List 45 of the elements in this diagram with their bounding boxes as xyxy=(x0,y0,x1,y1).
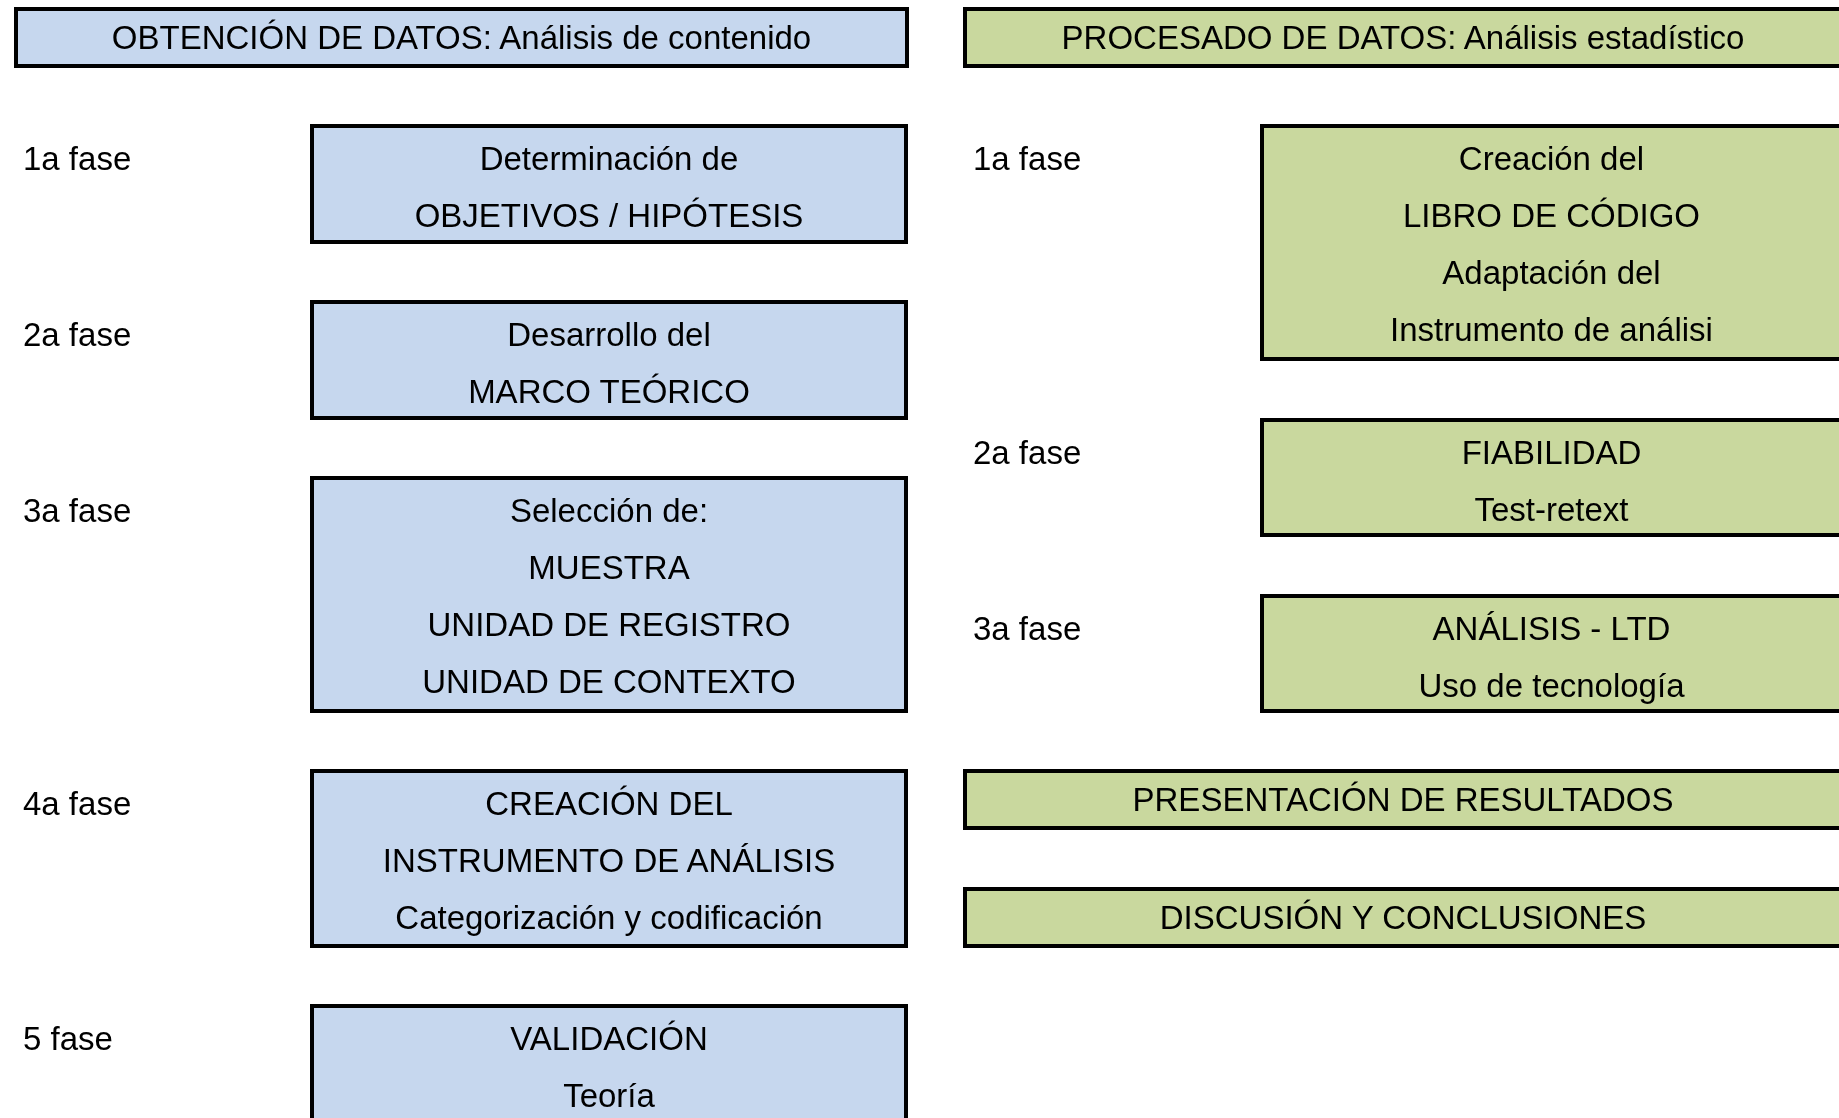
phase-box xyxy=(310,476,908,713)
phase-box xyxy=(1260,124,1839,361)
phase-label: 2a fase xyxy=(973,433,1082,473)
box-text: Determinación de xyxy=(479,139,739,179)
phase-box xyxy=(310,1004,908,1118)
box-text: OBJETIVOS / HIPÓTESIS xyxy=(414,196,804,236)
box-text: Desarrollo del xyxy=(507,315,711,355)
phase-box xyxy=(1260,418,1839,537)
box-text: UNIDAD DE REGISTRO xyxy=(427,605,791,645)
phase-box xyxy=(310,124,908,244)
box-text: OBTENCIÓN DE DATOS: Análisis de contenido xyxy=(111,17,812,58)
box-text: MUESTRA xyxy=(528,548,690,588)
box-text: Uso de tecnología xyxy=(1418,666,1685,706)
header-box xyxy=(963,887,1839,948)
box-text: Adaptación del xyxy=(1442,253,1661,293)
box-text: Teoría xyxy=(563,1076,655,1116)
phase-label: 1a fase xyxy=(23,139,132,179)
phase-label: 3a fase xyxy=(973,609,1082,649)
phase-label: 2a fase xyxy=(23,315,132,355)
box-text: PROCESADO DE DATOS: Análisis estadístico xyxy=(1061,17,1745,58)
box-text: ANÁLISIS - LTD xyxy=(1432,609,1671,649)
phase-box xyxy=(310,300,908,420)
header-box xyxy=(963,769,1839,830)
phase-box xyxy=(1260,594,1839,713)
phase-box xyxy=(310,769,908,948)
box-text: Creación del xyxy=(1458,139,1645,179)
header-box xyxy=(14,7,909,68)
box-text: Instrumento de análisi xyxy=(1390,310,1713,350)
box-text: FIABILIDAD xyxy=(1461,433,1642,473)
phase-label: 5 fase xyxy=(23,1019,113,1059)
phase-label: 3a fase xyxy=(23,491,132,531)
box-text: INSTRUMENTO DE ANÁLISIS xyxy=(382,841,836,881)
box-text: Categorización y codificación xyxy=(395,898,823,938)
phase-label: 1a fase xyxy=(973,139,1082,179)
header-box xyxy=(963,7,1839,68)
box-text: DISCUSIÓN Y CONCLUSIONES xyxy=(1159,897,1647,938)
box-text: MARCO TEÓRICO xyxy=(468,372,750,412)
phase-label: 4a fase xyxy=(23,784,132,824)
box-text: Selección de: xyxy=(509,491,709,531)
box-text: Test-retext xyxy=(1474,490,1629,530)
box-text: LIBRO DE CÓDIGO xyxy=(1402,196,1701,236)
box-text: VALIDACIÓN xyxy=(510,1019,708,1059)
box-text: CREACIÓN DEL xyxy=(485,784,733,824)
box-text: UNIDAD DE CONTEXTO xyxy=(422,662,796,702)
box-text: PRESENTACIÓN DE RESULTADOS xyxy=(1132,779,1674,820)
